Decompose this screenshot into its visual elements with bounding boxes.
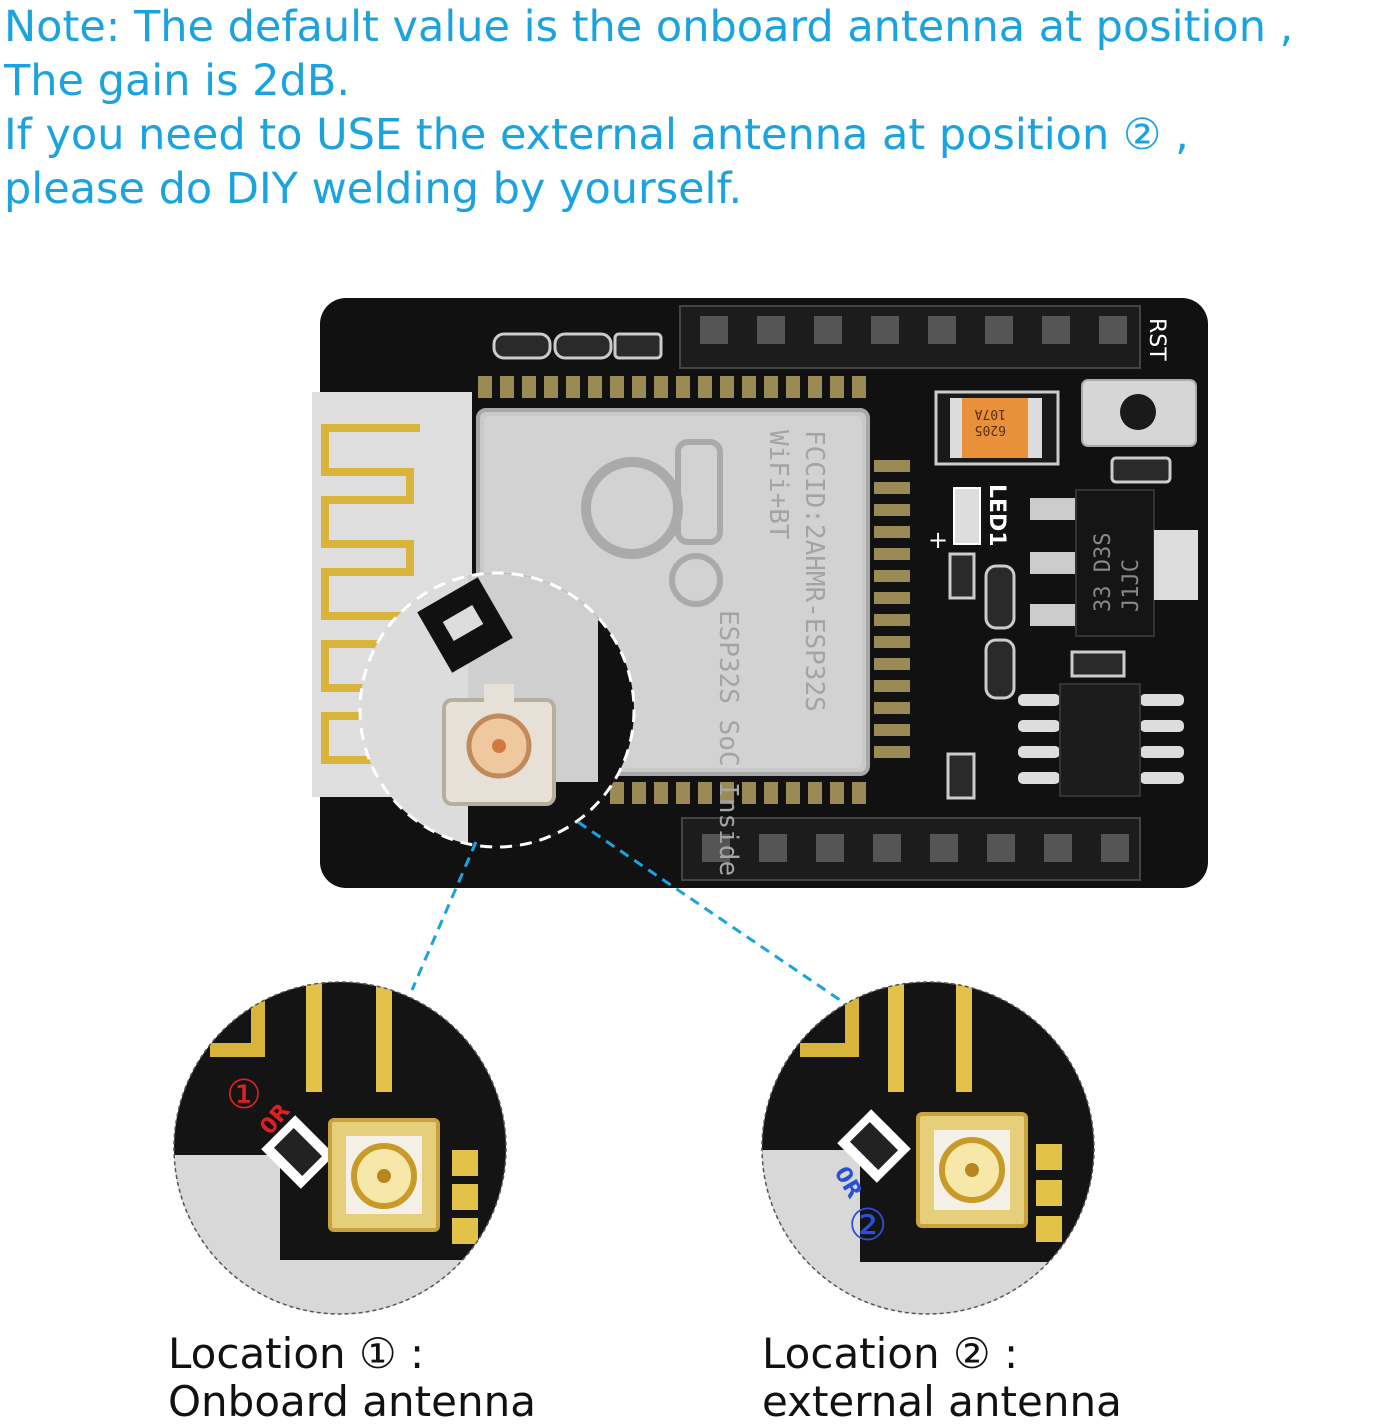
rst-label: RST	[1144, 318, 1169, 361]
callout-line-right	[577, 820, 841, 1002]
caption-left-line-2: Onboard antenna	[168, 1377, 536, 1426]
detail-circle-right: 0R ②	[761, 981, 1095, 1315]
bottom-pin-header	[681, 817, 1141, 881]
module-label-line-2: FCCID:2AHMR-ESP32S	[799, 430, 829, 712]
detail-circle-left: ① 0R	[173, 981, 507, 1315]
module-pads-top	[478, 376, 866, 398]
bluetooth-logo-icon	[669, 553, 723, 607]
regulator-code-1: 33 D3S	[1091, 533, 1116, 612]
antenna-note: Note: The default value is the onboard a…	[4, 0, 1370, 216]
note-line-3: If you need to USE the external antenna …	[4, 110, 1189, 160]
regulator-code-2: J1JC	[1119, 559, 1144, 612]
module-pads-bottom	[610, 782, 866, 804]
led1	[953, 487, 981, 545]
flash-chip	[1018, 683, 1184, 797]
reset-button[interactable]	[1081, 379, 1197, 447]
wifi-logo-icon	[675, 439, 723, 545]
note-line-4: please do DIY welding by yourself.	[4, 164, 743, 214]
caption-location-1: Location ① : Onboard antenna	[168, 1330, 536, 1426]
module-label-line-3: ESP32S SoC Inside	[713, 610, 743, 876]
location-2-marker: ②	[848, 1200, 887, 1251]
module-label-line-1: WiFi+BT	[763, 430, 793, 540]
caption-right-line-2: external antenna	[762, 1377, 1122, 1426]
callout-line-left	[410, 841, 478, 991]
tantalum-capacitor: 107A 6205	[934, 390, 1060, 466]
esp32-cam-board: WiFi+BT FCCID:2AHMR-ESP32S ESP32S SoC In…	[312, 298, 1208, 888]
capacitor-code-1: 107A	[975, 406, 1006, 421]
module-pads-right	[874, 460, 910, 758]
location-1-marker: ①	[226, 1072, 262, 1118]
top-pin-header	[679, 305, 1141, 369]
capacitor-code-2: 6205	[975, 422, 1006, 437]
polarity-plus: +	[928, 526, 948, 554]
note-line-2: The gain is 2dB.	[4, 56, 350, 106]
caption-location-2: Location ② : external antenna	[762, 1330, 1122, 1426]
caption-right-line-1: Location ② :	[762, 1329, 1019, 1378]
note-line-1: Note: The default value is the onboard a…	[4, 2, 1294, 52]
voltage-regulator: 33 D3S J1JC	[1030, 489, 1198, 637]
led-label: LED1	[984, 484, 1009, 547]
caption-left-line-1: Location ① :	[168, 1329, 425, 1378]
